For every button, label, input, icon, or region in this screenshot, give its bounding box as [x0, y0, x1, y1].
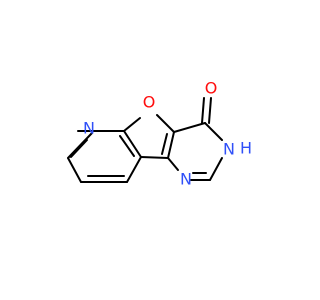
bond-n3-c2: [209, 157, 223, 181]
bond-c6-c5: [67, 157, 82, 183]
bond-o-c8a: [156, 114, 175, 133]
bond-c7a-o: [123, 117, 141, 132]
bond-c4-c3a: [126, 156, 142, 183]
bond-c8a-c4: [173, 122, 206, 133]
bond-c4a-c3a: [140, 156, 169, 159]
pyridine-nitrogen-label: N: [83, 119, 95, 138]
molecule-structure: N O O N H N: [67, 79, 252, 189]
pyrimidine-hydrogen-label: H: [240, 139, 252, 158]
bond-c3a-c7a: [123, 130, 142, 158]
bond-c3a-c7a-double: [119, 135, 135, 157]
bond-c8a-c4a-double: [161, 133, 168, 155]
bond-c8a-c4a: [167, 131, 175, 159]
bond-c4-o-double-2: [208, 97, 212, 124]
bond-c4-n3: [204, 122, 223, 141]
bond-c4-o-double-1: [201, 97, 205, 124]
bond-n1-c4a: [167, 157, 179, 171]
bond-n1-c6-double: [70, 139, 88, 158]
bonds: [67, 97, 223, 183]
atom-labels: N O O N H N: [83, 79, 252, 189]
carbonyl-oxygen-label: O: [205, 79, 218, 98]
furan-oxygen-label: O: [143, 93, 156, 112]
bond-n1-c6: [67, 132, 93, 159]
pyrimidine-nitrogen-bottom-label: N: [180, 170, 192, 189]
pyrimidine-nitrogen-top-label: N: [223, 140, 235, 159]
